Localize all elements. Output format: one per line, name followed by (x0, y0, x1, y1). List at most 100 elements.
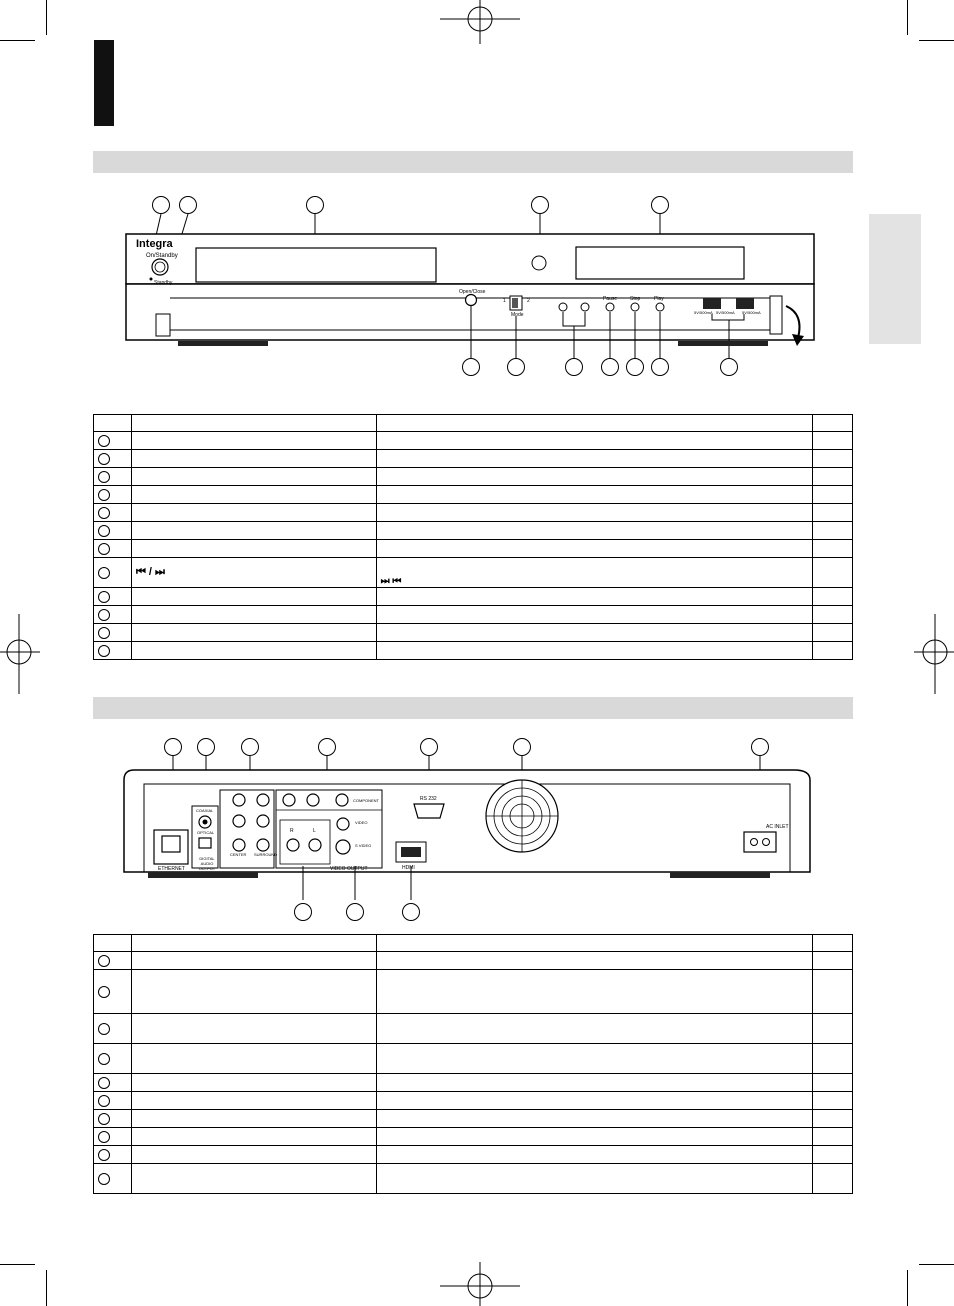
table-row (93, 587, 853, 606)
front-panel-table: ⏮ / ⏭⏭ ⏮ (93, 414, 853, 660)
table-row (93, 951, 853, 970)
callout-circle (626, 358, 644, 376)
callout-circle (179, 196, 197, 214)
callout-circle (751, 738, 769, 756)
registration-mark (440, 1262, 520, 1306)
ac-inlet-label: AC INLET (766, 824, 789, 830)
row-number-circle (98, 954, 110, 967)
callout-circle (513, 738, 531, 756)
table-row (93, 1145, 853, 1164)
crop-mark (919, 40, 954, 41)
crop-mark (0, 40, 35, 41)
table-row (93, 1091, 853, 1110)
row-number-circle (98, 452, 110, 465)
row-number-circle (98, 470, 110, 483)
callout-circle (507, 358, 525, 376)
usb-left-label: 5V/500mA (694, 310, 713, 315)
coaxial-label: COAXIAL (196, 808, 214, 813)
crop-mark (46, 0, 47, 35)
callout-circle (346, 903, 364, 921)
callout-circle (294, 903, 312, 921)
onstandby-label: On/Standby (146, 253, 178, 259)
table-row (93, 503, 853, 522)
center-label: CENTER (230, 852, 247, 857)
rs232-label: RS 232 (420, 796, 437, 802)
audio-l-label: L (313, 828, 316, 834)
callout-circle (720, 358, 738, 376)
callout-circle (306, 196, 324, 214)
callout-circle (197, 738, 215, 756)
callout-circle (420, 738, 438, 756)
table-row (93, 485, 853, 504)
callout-circle (152, 196, 170, 214)
row-number-circle (98, 1076, 110, 1089)
rear-panel-table (93, 934, 853, 1194)
audio-r-label: R (290, 828, 294, 834)
callout-circle (462, 358, 480, 376)
optical-label: OPTICAL (197, 830, 215, 835)
row-number-circle (98, 1022, 110, 1035)
ethernet-label: ETHERNET (158, 866, 185, 872)
open-close-label: Open/Close (459, 289, 486, 295)
table-row (93, 449, 853, 468)
mode-position-1: 1 (503, 298, 506, 304)
table-row (93, 1073, 853, 1092)
row-number-circle (98, 1112, 110, 1125)
play-label: Play (654, 296, 664, 302)
row-number-circle (98, 1094, 110, 1107)
table-header-row (93, 934, 853, 952)
rear-panel-drawing (123, 756, 811, 900)
component-label: COMPONENT (353, 798, 379, 803)
section-tab-black (94, 40, 114, 126)
crop-mark (907, 1270, 908, 1306)
table-row (93, 1127, 853, 1146)
hdmi-label: HDMI (402, 865, 415, 871)
row-number-circle (98, 626, 110, 639)
table-header-row (93, 414, 853, 432)
table-row (93, 539, 853, 558)
table-row (93, 641, 853, 660)
usb-right-label: 5V/500mA (742, 310, 761, 315)
crop-mark (0, 1264, 35, 1265)
row-number-circle (98, 1052, 110, 1065)
callout-circle (164, 738, 182, 756)
callout-circle (531, 196, 549, 214)
crop-mark (919, 1264, 954, 1265)
registration-mark (0, 614, 40, 694)
row-number-circle (98, 542, 110, 555)
row-number-circle (98, 434, 110, 447)
callout-circle (601, 358, 619, 376)
table-row (93, 969, 853, 1014)
table-row (93, 521, 853, 540)
pause-label: Pause (603, 296, 618, 302)
table-row (93, 1163, 853, 1194)
table-row (93, 1013, 853, 1044)
front-panel-header-band (93, 151, 853, 173)
table-row: ⏮ / ⏭⏭ ⏮ (93, 557, 853, 588)
standby-label: Standby (154, 280, 173, 286)
surround-label: SURROUND (254, 852, 278, 857)
side-index-tab (869, 214, 921, 344)
skip-icons-description: ⏭ ⏮ (375, 557, 814, 588)
digital-audio-output-label: DIGITAL AUDIO OUTPUT (198, 856, 216, 871)
row-number-circle (98, 985, 110, 998)
video-output-label: VIDEO OUTPUT (330, 866, 368, 872)
stop-label: Stop (630, 296, 641, 302)
callout-circle (318, 738, 336, 756)
table-row (93, 605, 853, 624)
crop-mark (907, 0, 908, 35)
callout-circle (241, 738, 259, 756)
callout-circle (651, 358, 669, 376)
row-number-circle (98, 1148, 110, 1161)
callout-circle (402, 903, 420, 921)
registration-mark (440, 0, 520, 44)
mode-label: Mode (511, 312, 524, 318)
front-panel-drawing (125, 213, 815, 358)
svideo-label: S VIDEO (355, 843, 372, 848)
crop-mark (46, 1270, 47, 1306)
table-row (93, 623, 853, 642)
row-number-circle (98, 506, 110, 519)
table-row (93, 1109, 853, 1128)
row-number-circle (98, 566, 110, 579)
row-number-circle (98, 644, 110, 657)
